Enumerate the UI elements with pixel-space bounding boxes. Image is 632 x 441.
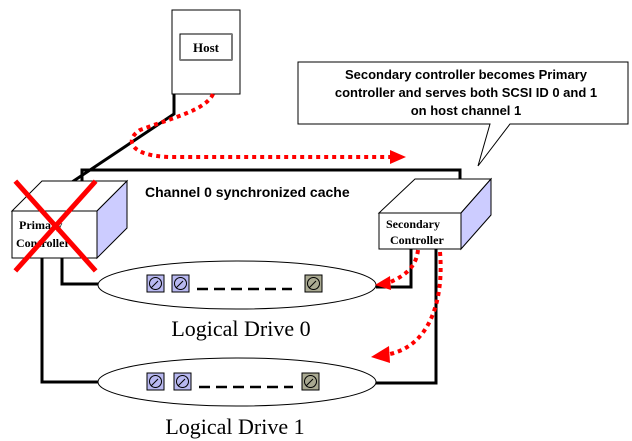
secondary-to-drive0-arrow [387, 249, 420, 285]
host-label: Host [193, 40, 220, 55]
host-to-secondary-arrow [129, 92, 392, 159]
host-box: Host [171, 9, 241, 95]
disk-icon [146, 274, 165, 293]
callout-box: Secondary controller becomes Primary con… [297, 61, 629, 167]
callout-line-3: on host channel 1 [411, 103, 522, 118]
failure-x-icon [13, 179, 98, 273]
disk-icon [171, 274, 190, 293]
arrowhead-icon [390, 150, 406, 164]
logical-drive-1: Logical Drive 1 [97, 357, 377, 439]
arrowhead-icon [375, 276, 391, 290]
secondary-controller-line-1: Secondary [386, 217, 440, 231]
secondary-to-drive1-arrow [389, 251, 443, 356]
channel-label: Channel 0 synchronized cache [145, 184, 350, 200]
disk-icon [173, 372, 192, 391]
arrowhead-icon [371, 346, 390, 363]
secondary-controller-line-2: Controller [390, 233, 444, 247]
secondary-controller: Secondary Controller [377, 177, 493, 251]
logical-drive-1-label: Logical Drive 1 [165, 414, 304, 439]
callout-line-2: controller and serves both SCSI ID 0 and… [335, 85, 597, 100]
secondary-to-drive1 [375, 249, 438, 385]
logical-drive-0: Logical Drive 0 [97, 260, 377, 341]
failover-arrows [129, 92, 443, 363]
disk-icon [301, 372, 320, 391]
disk-icon [146, 372, 165, 391]
logical-drive-0-label: Logical Drive 0 [171, 316, 310, 341]
callout-line-1: Secondary controller becomes Primary [345, 67, 588, 82]
primary-to-drive1 [40, 244, 99, 384]
primary-controller: Primary Controller [10, 179, 129, 273]
disk-icon [304, 274, 323, 293]
